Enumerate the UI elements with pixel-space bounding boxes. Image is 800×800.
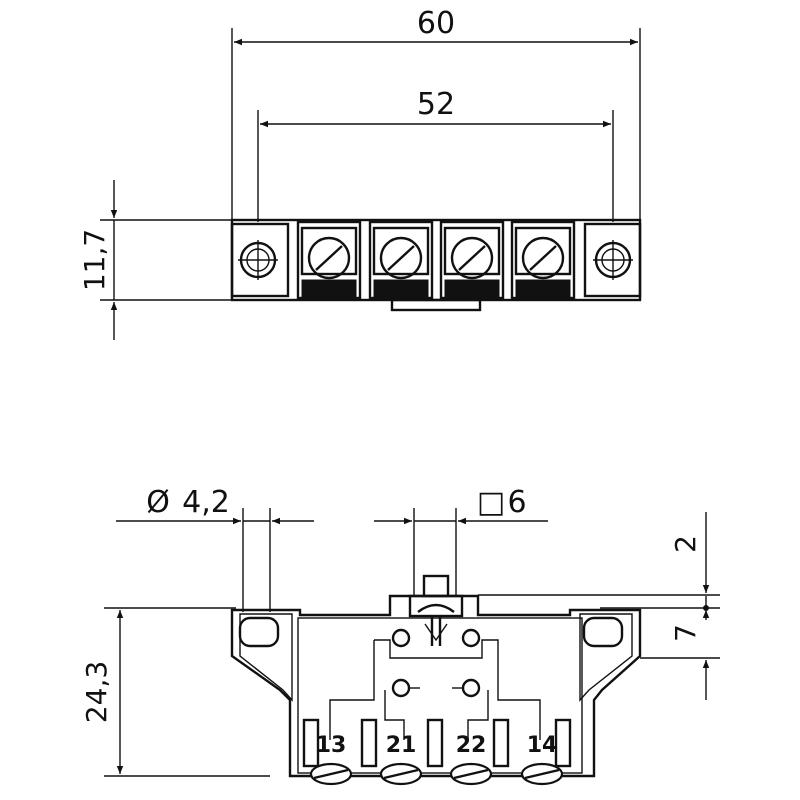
- dim-shaft-protrusion: 2: [669, 535, 702, 553]
- mounting-hole-right: [593, 240, 633, 280]
- dim-square-shaft: 6: [507, 485, 526, 520]
- dim-hole-diameter: 4,2: [182, 485, 230, 520]
- dim-height-top-view: 11,7: [78, 229, 111, 291]
- dim-square-symbol: □: [477, 485, 505, 520]
- housing-outline: [230, 594, 642, 778]
- actuator-tab-top: [390, 298, 482, 312]
- terminal-label-22: 22: [456, 733, 487, 758]
- terminal-block-3: [439, 220, 505, 300]
- terminal-block-1: [296, 220, 362, 300]
- top-view: 60 52 11,7: [78, 6, 642, 340]
- terminal-screw-14: [520, 762, 564, 786]
- terminal-label-14: 14: [527, 733, 558, 758]
- dim-flange-height: 7: [669, 624, 702, 642]
- dim-overall-width: 60: [417, 6, 455, 41]
- terminal-label-21: 21: [386, 733, 417, 758]
- dim-overall-height: 24,3: [80, 661, 113, 723]
- terminal-block-2: [368, 220, 434, 300]
- terminal-screw-13: [309, 762, 353, 786]
- flange-hole-right: [582, 616, 624, 648]
- dim-diameter-symbol: Ø: [146, 485, 170, 520]
- terminal-screw-21: [379, 762, 423, 786]
- terminal-label-13: 13: [316, 733, 347, 758]
- terminal-screw-22: [449, 762, 493, 786]
- top-body: [230, 218, 642, 302]
- mounting-hole-left: [238, 240, 278, 280]
- flange-hole-left: [238, 616, 280, 648]
- contact-mechanism: [329, 623, 541, 740]
- front-view: Ø 4,2 □ 6 2 7 24,3: [80, 485, 720, 786]
- actuator-shaft: [408, 574, 464, 646]
- dim-hole-spacing: 52: [417, 87, 455, 122]
- terminal-block-4: [510, 220, 576, 300]
